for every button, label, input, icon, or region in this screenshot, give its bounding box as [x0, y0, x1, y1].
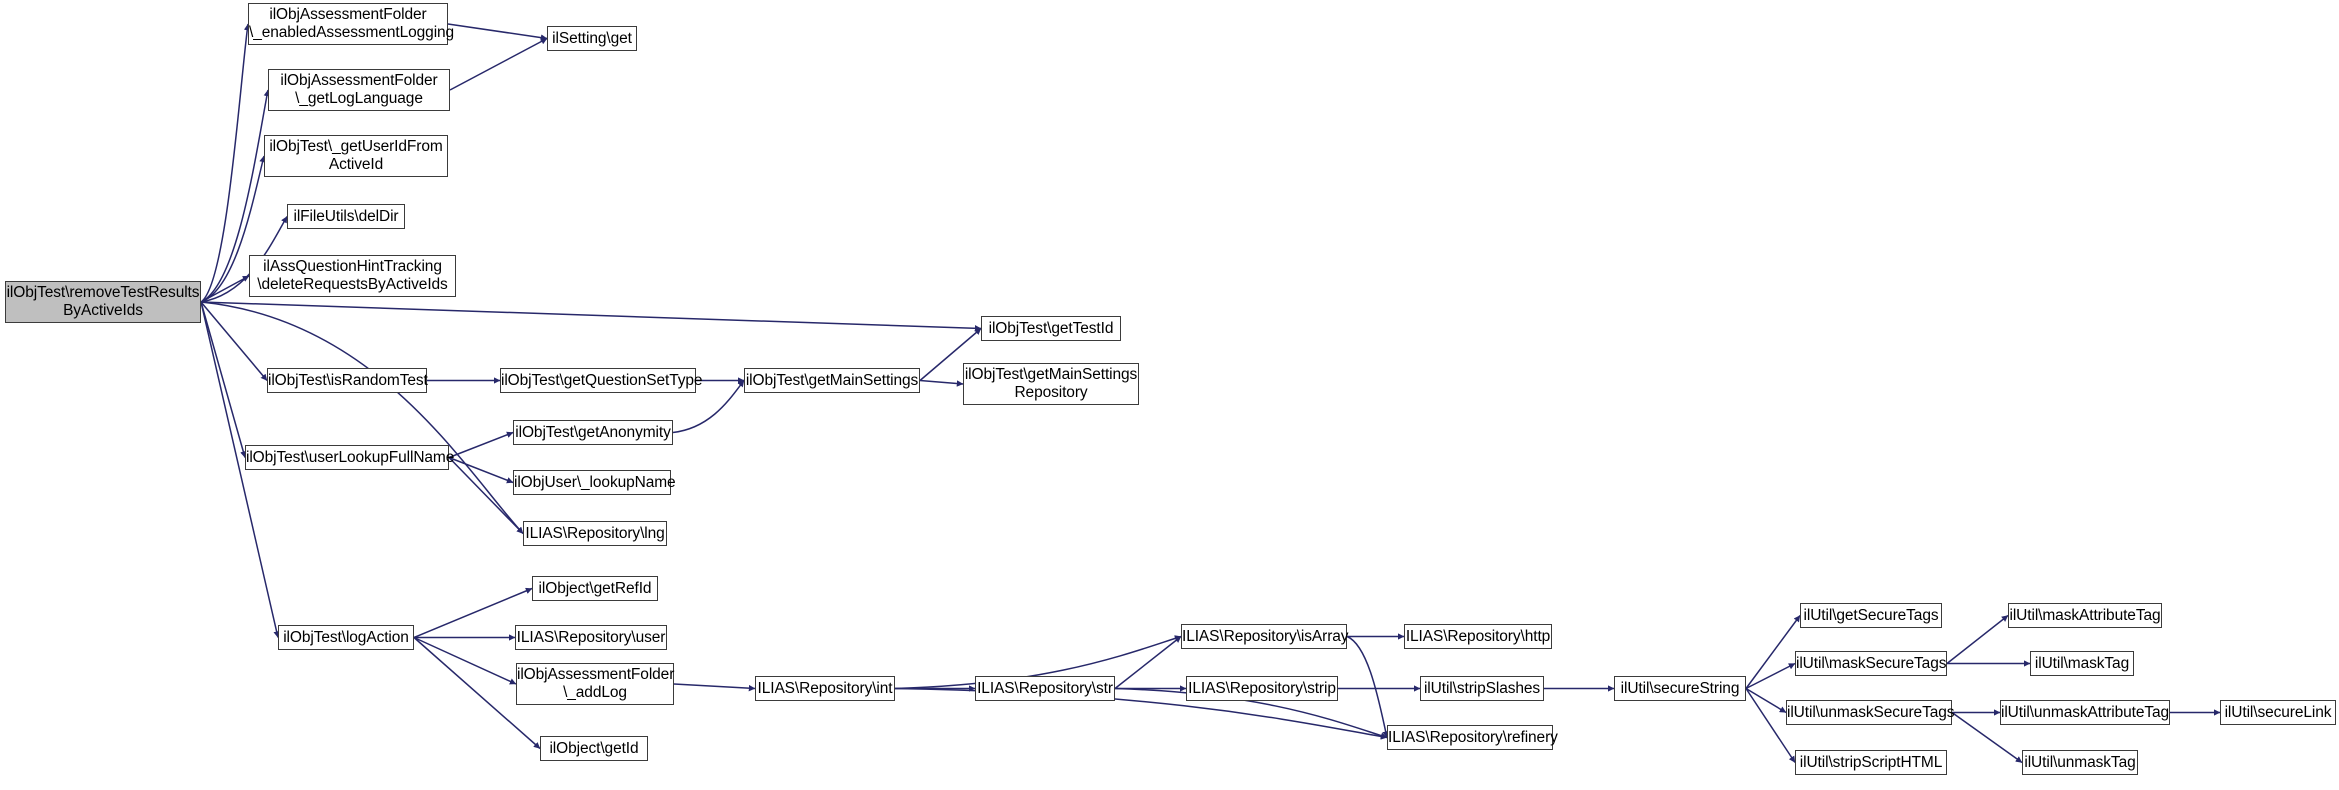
graph-node-label: ilUtil\stripSlashes — [1423, 679, 1541, 697]
graph-node-label: ilUtil\maskTag — [2034, 654, 2130, 672]
graph-node-label: ilObjTest\isRandomTest — [268, 371, 428, 389]
graph-node-label: ilObjTest\getQuestionSetType — [501, 371, 703, 389]
graph-node-unmaskTag[interactable]: ilUtil\unmaskTag — [2022, 750, 2138, 775]
graph-node-getMainSettings[interactable]: ilObjTest\getMainSettings — [744, 368, 920, 393]
graph-node-label: ilUtil\getSecureTags — [1803, 606, 1939, 624]
graph-node-repoStr[interactable]: ILIAS\Repository\str — [975, 676, 1115, 701]
graph-node-userLookupFullName[interactable]: ilObjTest\userLookupFullName — [245, 445, 454, 470]
graph-node-ilSettingGet[interactable]: ilSetting\get — [547, 26, 637, 51]
graph-node-delDir[interactable]: ilFileUtils\delDir — [287, 204, 405, 229]
graph-edge-root-to-deleteRequests — [200, 275, 250, 303]
graph-edge-root-to-repoLng — [200, 301, 524, 535]
graph-node-getSecureTags[interactable]: ilUtil\getSecureTags — [1800, 603, 1942, 628]
graph-edge-getMainSettings-to-getMainSettingsRepo — [919, 379, 964, 387]
graph-edge-root-to-enabledLogging — [200, 23, 251, 303]
graph-node-label: ilUtil\unmaskAttributeTag — [2001, 703, 2170, 721]
graph-node-label: ilFileUtils\delDir — [293, 207, 399, 225]
graph-node-enabledLogging[interactable]: ilObjAssessmentFolder \_enabledAssessmen… — [248, 3, 454, 45]
graph-node-label: ilUtil\maskSecureTags — [1796, 654, 1947, 672]
graph-node-label: ilObjTest\removeTestResults ByActiveIds — [6, 284, 200, 319]
graph-edge-repoIsArray-to-repoRefinery — [1346, 635, 1389, 738]
graph-node-label: ilUtil\secureLink — [2224, 703, 2332, 721]
graph-node-label: ilObjAssessmentFolder \_addLog — [517, 666, 675, 701]
graph-node-maskTag[interactable]: ilUtil\maskTag — [2030, 651, 2134, 676]
graph-node-label: ILIAS\Repository\strip — [1188, 679, 1336, 697]
graph-node-label: ILIAS\Repository\http — [1405, 627, 1551, 645]
graph-edge-userLookupFullName-to-getAnonymity — [448, 431, 514, 459]
graph-node-label: ilObjTest\_getUserIdFrom ActiveId — [269, 138, 443, 173]
graph-node-getMainSettingsRepo[interactable]: ilObjTest\getMainSettings Repository — [963, 363, 1139, 405]
graph-node-label: ilObjTest\getAnonymity — [515, 423, 671, 441]
graph-node-label: ilUtil\secureString — [1620, 679, 1740, 697]
graph-node-maskAttributeTag[interactable]: ilUtil\maskAttributeTag — [2008, 603, 2162, 628]
graph-node-label: ILIAS\Repository\isArray — [1182, 627, 1349, 645]
graph-edge-secureString-to-unmaskSecureTags — [1745, 687, 1787, 714]
graph-edge-addLog-to-repoInt — [673, 683, 756, 692]
graph-edge-userLookupFullName-to-lookupName — [448, 456, 514, 484]
graph-node-getLogLanguage[interactable]: ilObjAssessmentFolder \_getLogLanguage — [268, 69, 450, 111]
graph-node-stripSlashes[interactable]: ilUtil\stripSlashes — [1420, 676, 1544, 701]
graph-node-repoRefinery[interactable]: ILIAS\Repository\refinery — [1387, 725, 1558, 750]
graph-node-repoInt[interactable]: ILIAS\Repository\int — [755, 676, 895, 701]
graph-node-label: ILIAS\Repository\user — [516, 628, 666, 646]
graph-edge-enabledLogging-to-ilSettingGet — [447, 23, 548, 41]
graph-edge-root-to-isRandomTest — [200, 301, 268, 381]
graph-node-getRefId[interactable]: ilObject\getRefId — [532, 576, 658, 601]
graph-node-getTestId[interactable]: ilObjTest\getTestId — [981, 316, 1121, 341]
graph-edge-secureString-to-maskSecureTags — [1745, 662, 1796, 690]
graph-node-getAnonymity[interactable]: ilObjTest\getAnonymity — [513, 420, 673, 445]
graph-node-label: ILIAS\Repository\refinery — [1388, 728, 1558, 746]
graph-node-label: ILIAS\Repository\lng — [525, 524, 665, 542]
graph-edge-secureString-to-getSecureTags — [1745, 615, 1801, 689]
graph-node-label: ilSetting\get — [552, 29, 632, 47]
graph-node-repoStrip[interactable]: ILIAS\Repository\strip — [1186, 676, 1338, 701]
graph-node-repoUser[interactable]: ILIAS\Repository\user — [515, 625, 667, 650]
graph-node-label: ilObject\getId — [549, 739, 639, 757]
graph-node-label: ilUtil\stripScriptHTML — [1799, 753, 1943, 771]
graph-node-logAction[interactable]: ilObjTest\logAction — [278, 625, 414, 650]
graph-node-unmaskSecureTags[interactable]: ilUtil\unmaskSecureTags — [1786, 700, 1955, 725]
graph-node-addLog[interactable]: ilObjAssessmentFolder \_addLog — [516, 663, 674, 705]
graph-node-label: ilObjTest\getMainSettings — [745, 371, 919, 389]
graph-node-getId[interactable]: ilObject\getId — [540, 736, 648, 761]
graph-node-label: ilUtil\unmaskTag — [2024, 753, 2136, 771]
graph-node-root[interactable]: ilObjTest\removeTestResults ByActiveIds — [5, 281, 201, 323]
graph-edge-repoStr-to-repoIsArray — [1114, 635, 1182, 690]
graph-edge-logAction-to-addLog — [413, 636, 517, 685]
graph-node-lookupName[interactable]: ilObjUser\_lookupName — [513, 470, 676, 495]
graph-edge-root-to-getTestId — [200, 301, 982, 332]
graph-node-label: ilObjAssessmentFolder \_enabledAssessmen… — [249, 6, 455, 41]
graph-node-label: ilObjTest\getMainSettings Repository — [964, 366, 1138, 401]
graph-node-maskSecureTags[interactable]: ilUtil\maskSecureTags — [1795, 651, 1947, 676]
graph-node-label: ilObjTest\logAction — [283, 628, 409, 646]
graph-node-getQuestionSetType[interactable]: ilObjTest\getQuestionSetType — [500, 368, 703, 393]
graph-node-unmaskAttributeTag[interactable]: ilUtil\unmaskAttributeTag — [2000, 700, 2170, 725]
graph-node-secureLink[interactable]: ilUtil\secureLink — [2220, 700, 2336, 725]
graph-node-label: ilObject\getRefId — [538, 579, 652, 597]
graph-node-secureString[interactable]: ilUtil\secureString — [1614, 676, 1746, 701]
graph-edge-maskSecureTags-to-maskAttributeTag — [1946, 614, 2009, 665]
graph-node-label: ilObjTest\userLookupFullName — [246, 448, 455, 466]
graph-node-label: ilAssQuestionHintTracking \deleteRequest… — [257, 258, 448, 293]
graph-node-label: ilObjAssessmentFolder \_getLogLanguage — [280, 72, 438, 107]
graph-node-deleteRequests[interactable]: ilAssQuestionHintTracking \deleteRequest… — [249, 255, 456, 297]
graph-node-label: ilObjUser\_lookupName — [514, 473, 676, 491]
graph-node-stripScriptHTML[interactable]: ilUtil\stripScriptHTML — [1795, 750, 1947, 775]
graph-edge-userLookupFullName-to-repoLng — [448, 456, 524, 535]
graph-node-label: ILIAS\Repository\int — [757, 679, 893, 697]
graph-node-repoLng[interactable]: ILIAS\Repository\lng — [523, 521, 667, 546]
graph-node-label: ilUtil\maskAttributeTag — [2009, 606, 2161, 624]
graph-node-repoIsArray[interactable]: ILIAS\Repository\isArray — [1181, 624, 1349, 649]
graph-node-label: ilObjTest\getTestId — [988, 319, 1114, 337]
graph-node-repoHttp[interactable]: ILIAS\Repository\http — [1404, 624, 1552, 649]
graph-node-label: ILIAS\Repository\str — [977, 679, 1113, 697]
graph-edge-root-to-userLookupFullName — [200, 301, 247, 458]
graph-node-isRandomTest[interactable]: ilObjTest\isRandomTest — [267, 368, 428, 393]
graph-node-getUserIdFromActiveId[interactable]: ilObjTest\_getUserIdFrom ActiveId — [264, 135, 448, 177]
graph-edge-getLogLanguage-to-ilSettingGet — [449, 37, 548, 91]
graph-node-label: ilUtil\unmaskSecureTags — [1787, 703, 1955, 721]
